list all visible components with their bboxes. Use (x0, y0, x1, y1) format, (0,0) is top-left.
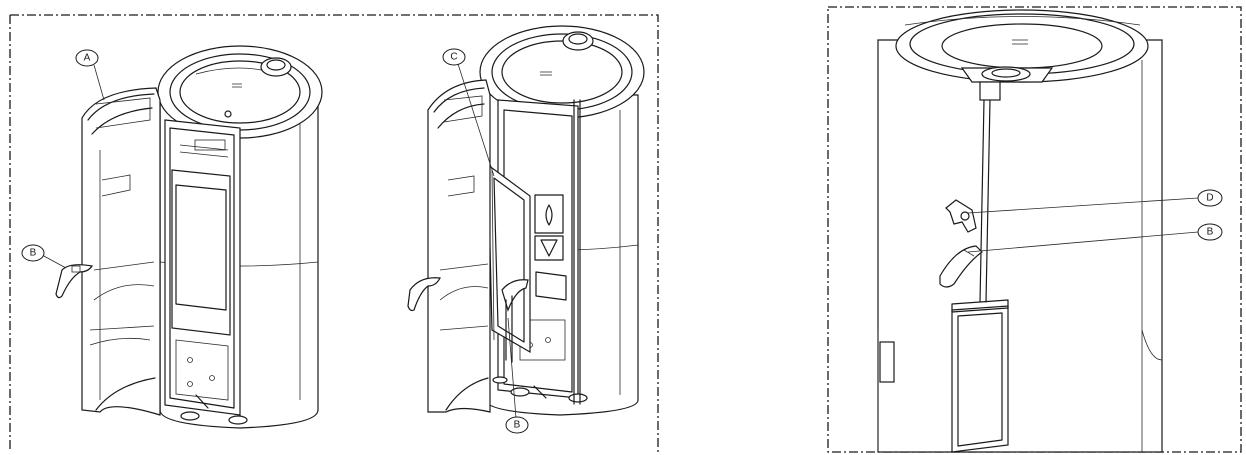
inner-door-c (487, 163, 531, 354)
callout-b-bottom: B (505, 317, 529, 434)
callout-a-label: A (84, 53, 91, 64)
handle-b-detail (939, 245, 983, 288)
stove-1 (155, 45, 323, 429)
side-panel-stove-2 (427, 79, 491, 413)
bracket-d (945, 199, 977, 233)
callout-b-left: B (21, 244, 67, 269)
left-panel-frame (9, 14, 659, 452)
right-panel-frame (827, 6, 1242, 453)
callout-c-label: C (450, 52, 457, 63)
callout-b-right: B (967, 223, 1223, 253)
handle-b-1 (55, 264, 94, 299)
callout-b-left-label: B (30, 248, 37, 259)
side-panel-a (81, 87, 161, 416)
callout-a: A (75, 49, 105, 101)
handle-b-2 (407, 277, 441, 312)
handle-b-3 (501, 279, 529, 363)
callout-b-right-label: B (1207, 227, 1214, 238)
callout-b-bottom-label: B (514, 420, 521, 431)
callout-d-label: D (1206, 193, 1213, 204)
stove-3-detail (877, 9, 1163, 453)
callout-d: D (967, 189, 1223, 214)
callout-c: C (442, 48, 495, 177)
